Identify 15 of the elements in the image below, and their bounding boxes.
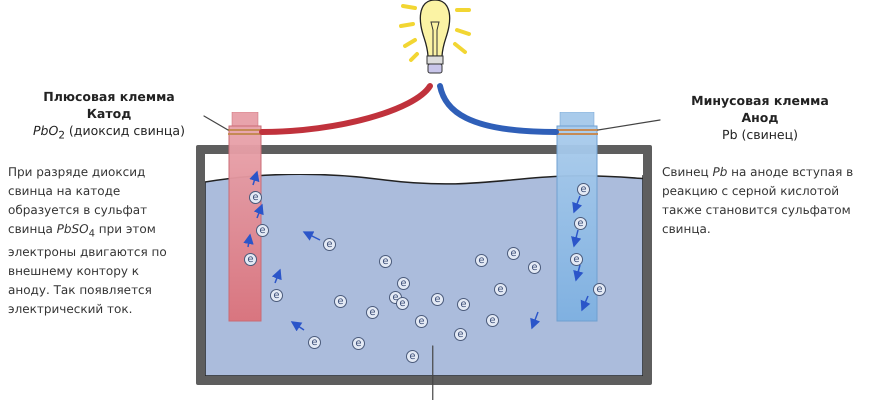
anode-description: Свинец Pb на аноде вступая в реакцию с серной кислотой также становится сульфатом свинца. — [662, 164, 854, 238]
terminal-heading: Минусовая клемма — [691, 92, 829, 109]
leader-line — [432, 345, 434, 400]
leader-line — [597, 119, 661, 131]
terminal-heading: Плюсовая клемма — [43, 88, 175, 105]
leader-line — [203, 115, 229, 131]
wire — [259, 83, 433, 135]
wire — [437, 83, 559, 135]
electrode-name: Анод — [742, 109, 778, 126]
formula-label: Pb (свинец) — [722, 126, 798, 143]
anode-plate — [556, 112, 598, 322]
electrode-name: Катод — [86, 105, 132, 122]
cathode-plate — [228, 112, 262, 322]
formula-label: PbO$_{2}$ (диоксид свинца) — [33, 122, 185, 144]
cathode-description: При разряде диоксид свинца на катоде образуется в сульфат свинца PbSO$_{4}$ при этом электроны двигаются по внешнему контору к аноду. Так появляется электрический ток. — [8, 164, 168, 318]
